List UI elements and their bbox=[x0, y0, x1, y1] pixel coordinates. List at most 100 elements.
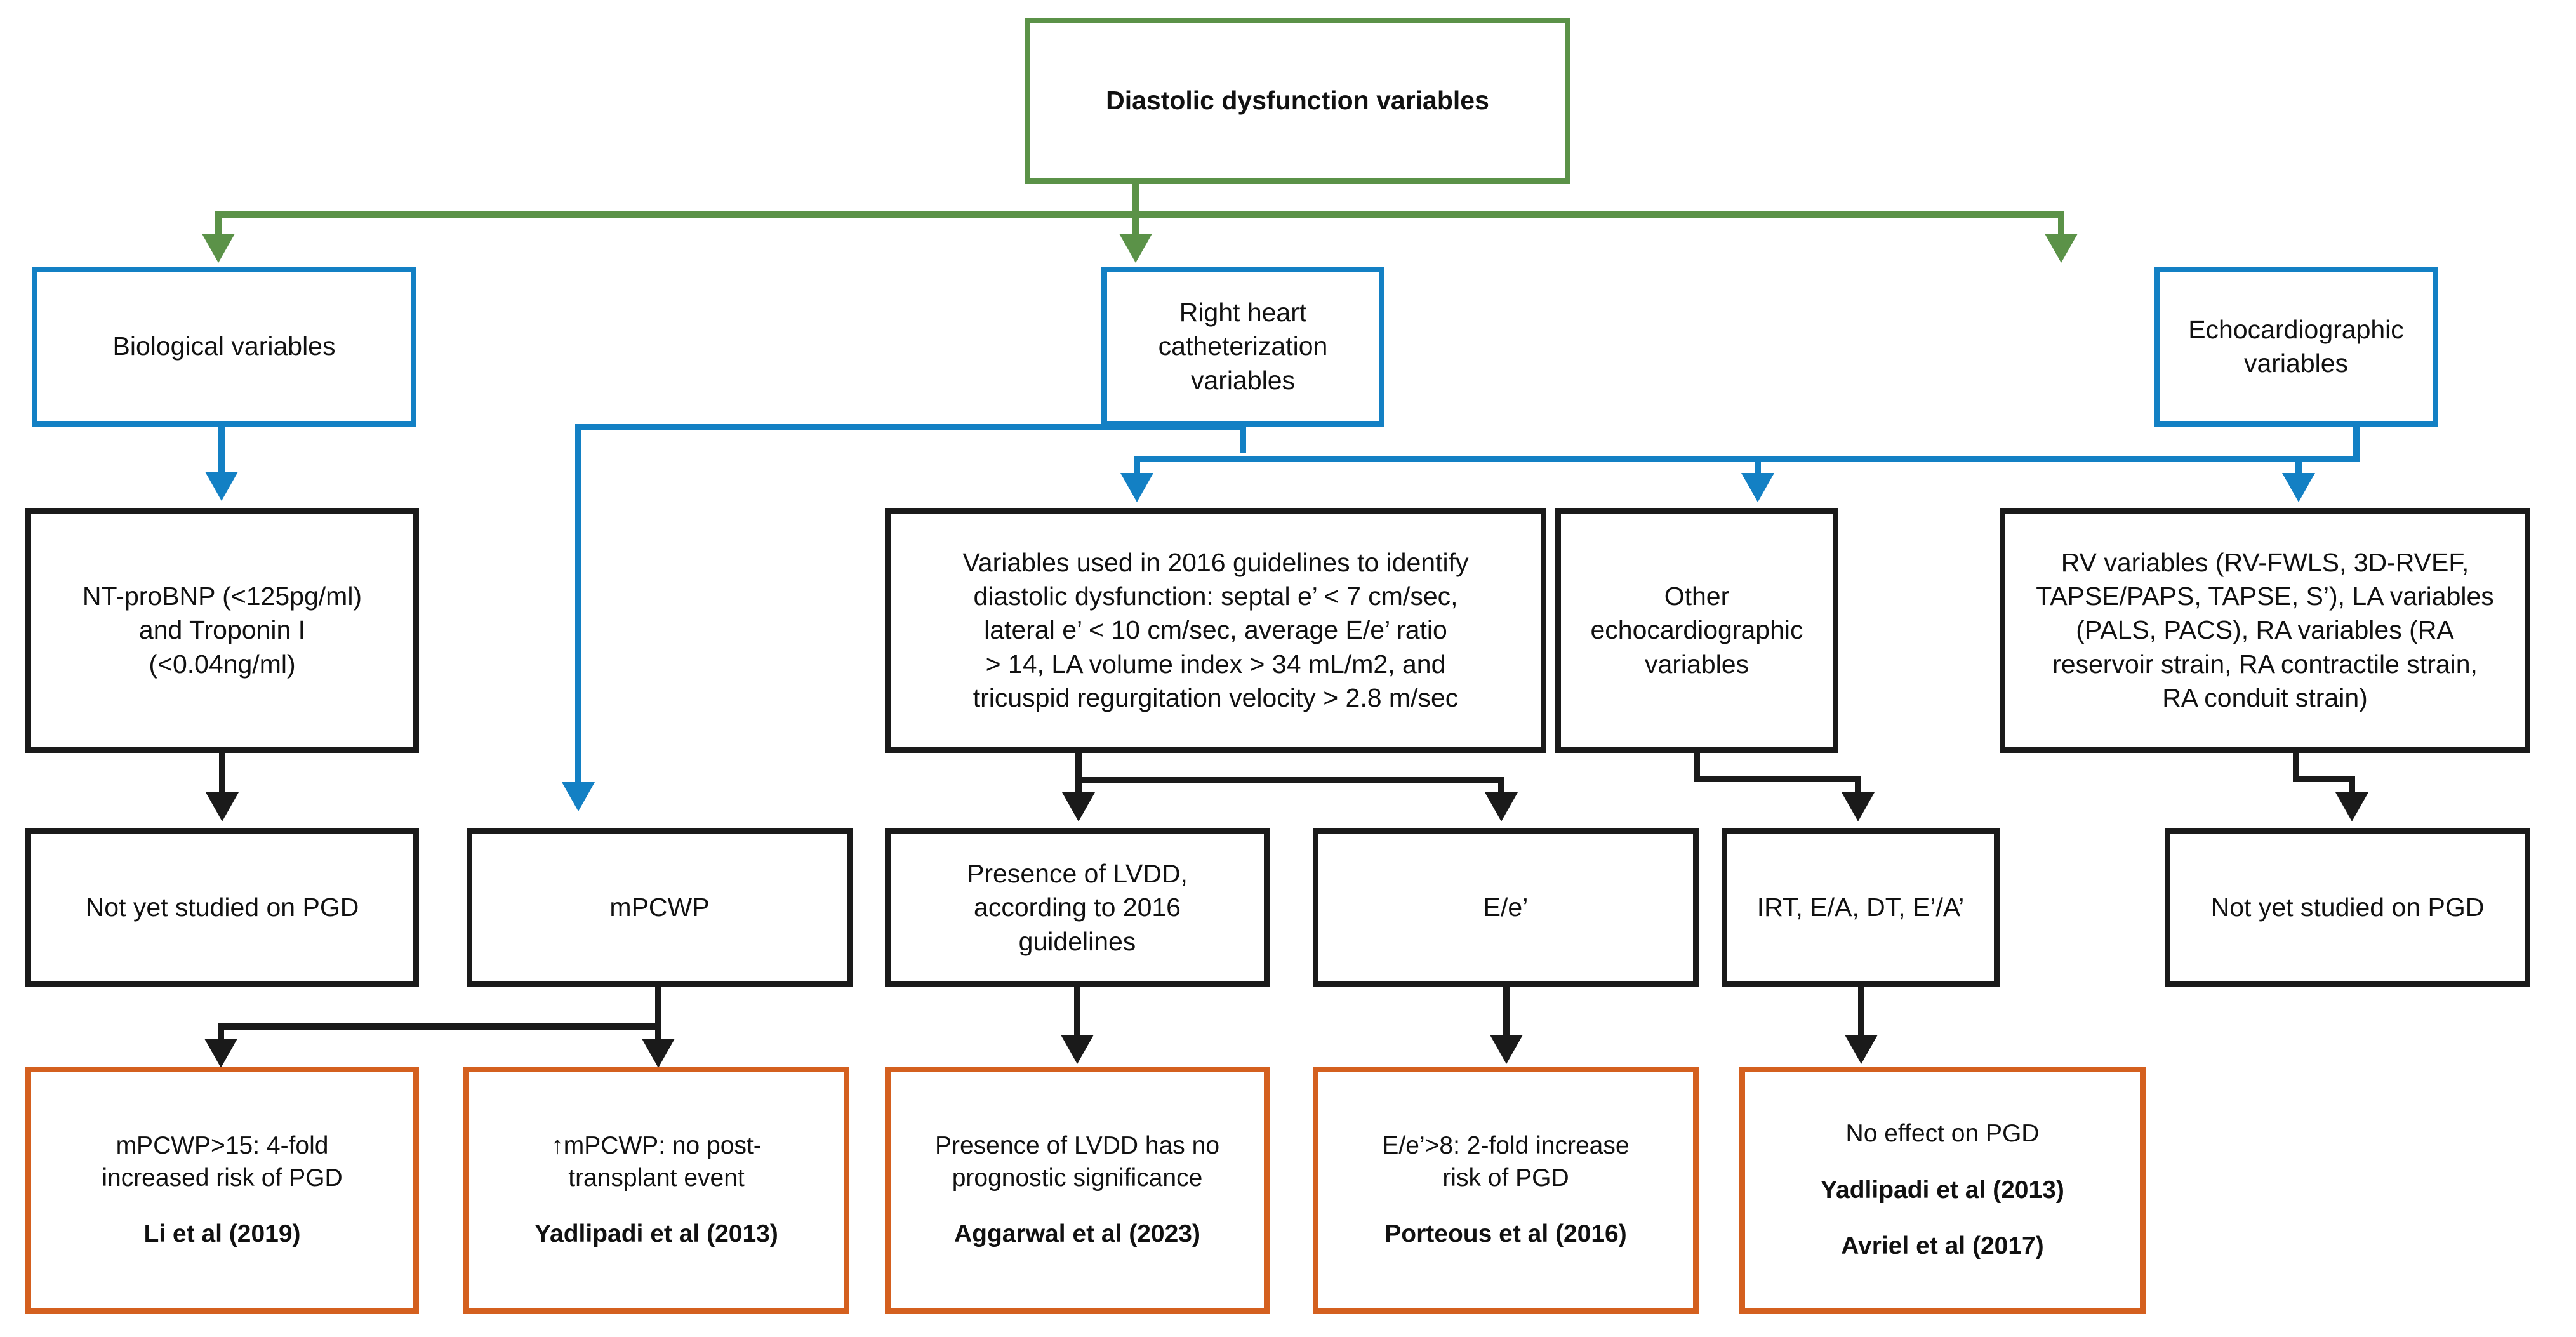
outcome-2-line1: Presence of LVDD has no bbox=[934, 1131, 1220, 1159]
outcome-0-line2: increased risk of PGD bbox=[102, 1164, 343, 1192]
black-otherecho-drop bbox=[1855, 776, 1861, 800]
detail-box-guidelines[interactable]: Variables used in 2016 guidelines to ide… bbox=[885, 508, 1546, 753]
measure-box-irt[interactable]: IRT, E/A, DT, E’/A’ bbox=[1722, 828, 2000, 987]
measure-box-lvdd[interactable]: Presence of LVDD, according to 2016 guid… bbox=[885, 828, 1270, 987]
blue-echo-stem bbox=[2353, 425, 2360, 460]
measure-label-2b: according to 2016 bbox=[974, 893, 1181, 922]
black-guidelines-stem bbox=[1075, 752, 1082, 780]
black-mpcwp-drop-right bbox=[655, 1023, 661, 1045]
black-arrow-lvdd bbox=[1062, 792, 1095, 821]
category-label-rhc-line1: Right heart bbox=[1179, 298, 1307, 328]
black-guidelines-drop-right bbox=[1498, 777, 1504, 800]
outcome-box-mpcwp-15[interactable]: mPCWP>15: 4-fold increased risk of PGD L… bbox=[25, 1067, 419, 1314]
outcome-2-citation: Aggarwal et al (2023) bbox=[954, 1220, 1200, 1248]
outcome-0-citation: Li et al (2019) bbox=[143, 1220, 301, 1248]
black-arrow-outcome5 bbox=[1845, 1035, 1878, 1064]
blue-drop-rv bbox=[2295, 456, 2302, 476]
black-drop-lvdd-outcome bbox=[1074, 987, 1080, 1042]
black-guidelines-drop-left bbox=[1075, 777, 1082, 800]
green-drop-center bbox=[1132, 211, 1139, 237]
measure-label-4: IRT, E/A, DT, E’/A’ bbox=[1756, 893, 1965, 922]
measure-label-5: Not yet studied on PGD bbox=[2210, 893, 2485, 922]
green-stem-down bbox=[1132, 183, 1139, 216]
guidelines-line5: tricuspid regurgitation velocity > 2.8 m… bbox=[973, 682, 1459, 712]
biomarkers-line2: and Troponin I bbox=[138, 615, 306, 645]
green-arrow-center bbox=[1119, 234, 1152, 263]
measure-label-2c: guidelines bbox=[1018, 926, 1136, 956]
black-otherecho-stem bbox=[1694, 752, 1700, 780]
category-label-rhc-line2: catheterization variables bbox=[1158, 331, 1328, 395]
blue-rhc-left-bus bbox=[575, 424, 1246, 430]
black-mpcwp-drop-left bbox=[218, 1023, 224, 1045]
blue-drop-biological bbox=[218, 425, 225, 475]
outcome-2-line2: prognostic significance bbox=[952, 1164, 1203, 1192]
blue-arrow-rv bbox=[2282, 473, 2315, 502]
black-arrow-ee bbox=[1485, 792, 1518, 821]
blue-arrow-guidelines bbox=[1120, 473, 1153, 502]
category-box-echo[interactable]: Echocardiographic variables bbox=[2154, 267, 2438, 427]
green-horizontal-bus bbox=[215, 211, 2064, 218]
outcome-box-mpcwp-no-event[interactable]: ↑mPCWP: no post- transplant event Yadlip… bbox=[463, 1067, 849, 1314]
outcome-3-citation: Porteous et al (2016) bbox=[1384, 1220, 1627, 1248]
other-echo-line1: Other echocardiographic bbox=[1590, 582, 1803, 645]
outcome-0-line1: mPCWP>15: 4-fold bbox=[116, 1131, 329, 1159]
black-arrow-biomarker bbox=[206, 792, 239, 821]
black-rv-drop bbox=[2349, 776, 2355, 800]
black-guidelines-bus bbox=[1075, 777, 1504, 783]
category-box-biological[interactable]: Biological variables bbox=[32, 267, 416, 427]
biomarkers-line3: (<0.04ng/ml) bbox=[149, 649, 296, 679]
measure-label-0: Not yet studied on PGD bbox=[85, 893, 359, 922]
black-arrow-outcome2 bbox=[642, 1039, 675, 1068]
detail-box-other-echo[interactable]: Other echocardiographic variables bbox=[1555, 508, 1838, 753]
measure-label-1: mPCWP bbox=[609, 893, 710, 922]
measure-box-not-studied-left[interactable]: Not yet studied on PGD bbox=[25, 828, 419, 987]
outcome-4-citation-2: Avriel et al (2017) bbox=[1841, 1232, 2044, 1260]
measure-box-not-studied-right[interactable]: Not yet studied on PGD bbox=[2165, 828, 2530, 987]
rv-line4: reservoir strain, RA contractile strain, bbox=[2052, 649, 2478, 679]
blue-rhc-stem bbox=[1240, 425, 1246, 453]
black-arrow-irt bbox=[1842, 792, 1875, 821]
outcome-4-line1: No effect on PGD bbox=[1845, 1119, 2040, 1147]
green-arrow-left bbox=[202, 234, 235, 263]
black-arrow-outcome4 bbox=[1490, 1035, 1523, 1064]
rv-line3: (PALS, PACS), RA variables (RA bbox=[2076, 615, 2454, 645]
green-drop-right bbox=[2058, 211, 2064, 237]
measure-label-2a: Presence of LVDD, bbox=[967, 859, 1188, 889]
category-label-echo-line2: variables bbox=[2243, 349, 2349, 378]
black-otherecho-jog bbox=[1694, 776, 1861, 782]
blue-lower-bus bbox=[1134, 456, 2360, 462]
measure-box-mpcwp[interactable]: mPCWP bbox=[467, 828, 853, 987]
guidelines-line4: > 14, LA volume index > 34 mL/m2, and bbox=[985, 649, 1446, 679]
blue-drop-other-echo bbox=[1755, 456, 1761, 476]
detail-box-biomarkers[interactable]: NT-proBNP (<125pg/ml) and Troponin I (<0… bbox=[25, 508, 419, 753]
outcome-1-line2: transplant event bbox=[568, 1164, 745, 1192]
blue-arrow-biological bbox=[205, 472, 238, 501]
biomarkers-line1: NT-proBNP (<125pg/ml) bbox=[82, 582, 362, 611]
other-echo-line2: variables bbox=[1644, 649, 1749, 679]
outcome-4-citation-1: Yadlipadi et al (2013) bbox=[1821, 1176, 2064, 1204]
black-arrow-outcome1 bbox=[204, 1039, 237, 1068]
black-drop-biomarker bbox=[219, 752, 225, 801]
guidelines-line3: lateral e’ < 10 cm/sec, average E/e’ rat… bbox=[984, 615, 1447, 645]
category-box-rhc[interactable]: Right heart catheterization variables bbox=[1101, 267, 1384, 427]
outcome-box-no-effect[interactable]: No effect on PGD Yadlipadi et al (2013) … bbox=[1739, 1067, 2146, 1314]
black-rv-stem bbox=[2293, 752, 2299, 780]
outcome-box-ee-prime-8[interactable]: E/e’>8: 2-fold increase risk of PGD Port… bbox=[1313, 1067, 1699, 1314]
detail-box-rv-la-ra[interactable]: RV variables (RV-FWLS, 3D-RVEF, TAPSE/PA… bbox=[2000, 508, 2530, 753]
black-drop-ee-outcome bbox=[1503, 987, 1510, 1042]
measure-box-e-over-e-prime[interactable]: E/e’ bbox=[1313, 828, 1699, 987]
blue-arrow-mpcwp bbox=[562, 782, 595, 811]
green-drop-left bbox=[215, 211, 222, 237]
guidelines-line1: Variables used in 2016 guidelines to ide… bbox=[962, 547, 1469, 577]
rv-line2: TAPSE/PAPS, TAPSE, S’), LA variables bbox=[2036, 582, 2494, 611]
outcome-3-line2: risk of PGD bbox=[1442, 1164, 1569, 1192]
rv-line5: RA conduit strain) bbox=[2162, 682, 2368, 712]
outcome-box-lvdd-no-prognosis[interactable]: Presence of LVDD has no prognostic signi… bbox=[885, 1067, 1270, 1314]
outcome-3-line1: E/e’>8: 2-fold increase bbox=[1382, 1131, 1630, 1159]
black-rv-jog bbox=[2293, 776, 2355, 782]
rv-line1: RV variables (RV-FWLS, 3D-RVEF, bbox=[2061, 547, 2469, 577]
category-label-biological: Biological variables bbox=[112, 331, 336, 361]
outcome-1-citation: Yadlipadi et al (2013) bbox=[534, 1220, 778, 1248]
root-box[interactable]: Diastolic dysfunction variables bbox=[1025, 18, 1570, 184]
